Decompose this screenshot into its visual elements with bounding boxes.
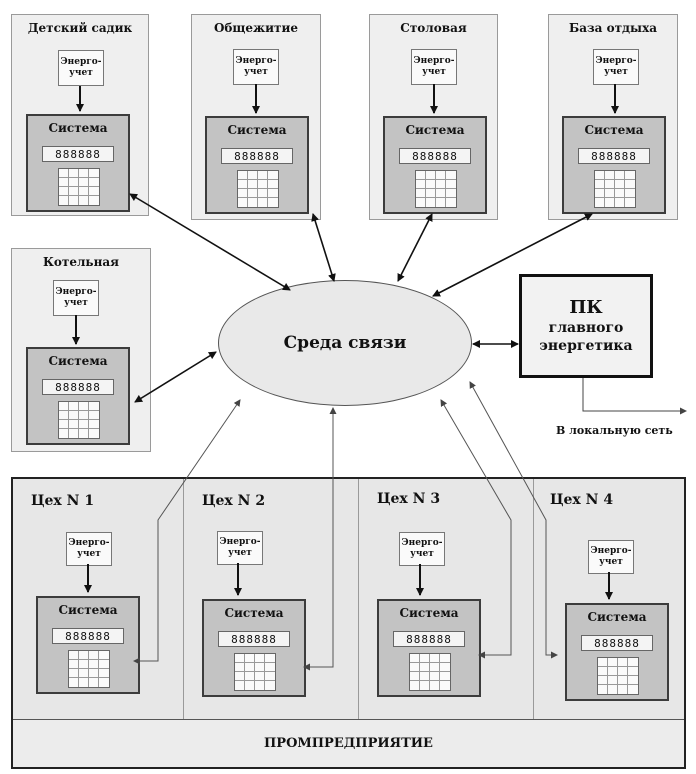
energy-meter-box: Энерго- учет — [233, 49, 279, 85]
meter-label-line2: учет — [422, 67, 446, 77]
workshop-title: Цех N 1 — [31, 493, 95, 509]
system-display: 888888 — [42, 146, 114, 162]
pc-local-network-link — [582, 378, 687, 415]
local-network-label: В локальную сеть — [556, 424, 673, 437]
system-title: Система — [48, 354, 108, 368]
energy-meter-box: Энерго- учет — [588, 540, 634, 574]
keypad-icon — [237, 170, 279, 208]
site-title: Котельная — [42, 255, 120, 269]
meter-label-line2: учет — [599, 557, 623, 567]
site-title: База отдыха — [568, 21, 658, 35]
keypad-icon — [234, 653, 276, 691]
meter-label-line1: Энерго- — [595, 56, 637, 66]
system-title: Система — [58, 603, 118, 617]
workshop-divider — [358, 479, 359, 722]
meter-label-line1: Энерго- — [235, 56, 277, 66]
keypad-icon — [415, 170, 457, 208]
system-display: 888888 — [393, 631, 465, 647]
meter-label-line1: Энерго- — [413, 56, 455, 66]
keypad-icon — [58, 168, 100, 206]
system-display: 888888 — [399, 148, 471, 164]
workshop-title: Цех N 3 — [377, 491, 441, 507]
energy-meter-box: Энерго- учет — [593, 49, 639, 85]
system-display: 888888 — [52, 628, 124, 644]
system-device: Система 888888 — [26, 114, 130, 212]
system-display: 888888 — [578, 148, 650, 164]
energy-meter-box: Энерго- учет — [399, 532, 445, 566]
meter-label-line1: Энерго- — [590, 546, 632, 556]
meter-label-line2: учет — [69, 68, 93, 78]
system-device: Система 888888 — [202, 599, 306, 697]
pc-title: ПК — [569, 297, 603, 318]
workshop-divider — [183, 479, 184, 722]
pc-subtitle-line2: энергетика — [539, 338, 633, 354]
enterprise-panel: Цех N 1 Энерго- учет Система 888888 Цех … — [11, 477, 686, 769]
system-display: 888888 — [42, 379, 114, 395]
energy-meter-box: Энерго- учет — [53, 280, 99, 316]
meter-label-line1: Энерго- — [60, 57, 102, 67]
meter-label-line2: учет — [244, 67, 268, 77]
enterprise-label: ПРОМПРЕДПРИЯТИЕ — [13, 719, 684, 767]
workshop-divider — [533, 479, 534, 722]
energy-meter-box: Энерго- учет — [58, 50, 104, 86]
system-device: Система 888888 — [562, 116, 666, 214]
communication-network-node: Среда связи — [218, 280, 472, 406]
keypad-icon — [68, 650, 110, 688]
site-panel-kindergarten: Детский садик Энерго- учет Система 88888… — [11, 14, 149, 216]
site-panel-canteen: Столовая Энерго- учет Система 888888 — [369, 14, 498, 220]
system-device: Система 888888 — [377, 599, 481, 697]
system-device: Система 888888 — [36, 596, 140, 694]
energy-meter-box: Энерго- учет — [66, 532, 112, 566]
meter-label-line1: Энерго- — [55, 287, 97, 297]
meter-label-line1: Энерго- — [401, 538, 443, 548]
meter-label-line2: учет — [604, 67, 628, 77]
meter-label-line1: Энерго- — [68, 538, 110, 548]
system-title: Система — [587, 610, 647, 624]
system-device: Система 888888 — [565, 603, 669, 701]
system-title: Система — [584, 123, 644, 137]
meter-label-line2: учет — [77, 549, 101, 559]
site-network-link — [397, 213, 433, 282]
meter-label-line2: учет — [64, 298, 88, 308]
keypad-icon — [58, 401, 100, 439]
keypad-icon — [594, 170, 636, 208]
site-network-link — [311, 213, 336, 282]
system-device: Система 888888 — [205, 116, 309, 214]
site-title: Общежитие — [213, 21, 299, 35]
system-title: Система — [224, 606, 284, 620]
network-label: Среда связи — [283, 333, 407, 353]
workshop-title: Цех N 4 — [550, 492, 614, 508]
keypad-icon — [409, 653, 451, 691]
system-device: Система 888888 — [383, 116, 487, 214]
system-display: 888888 — [581, 635, 653, 651]
system-device: Система 888888 — [26, 347, 130, 445]
system-title: Система — [48, 121, 108, 135]
pc-subtitle-line1: главного — [548, 320, 624, 336]
energy-meter-box: Энерго- учет — [217, 531, 263, 565]
meter-label-line1: Энерго- — [219, 537, 261, 547]
site-panel-boiler-house: Котельная Энерго- учет Система 888888 — [11, 248, 151, 452]
workshop-title: Цех N 2 — [202, 493, 266, 509]
system-display: 888888 — [218, 631, 290, 647]
system-title: Система — [227, 123, 287, 137]
system-title: Система — [399, 606, 459, 620]
system-title: Система — [405, 123, 465, 137]
meter-label-line2: учет — [228, 548, 252, 558]
site-panel-dormitory: Общежитие Энерго- учет Система 888888 — [191, 14, 321, 220]
site-title: Столовая — [400, 21, 467, 35]
site-panel-recreation-base: База отдыха Энерго- учет Система 888888 — [548, 14, 678, 220]
keypad-icon — [597, 657, 639, 695]
site-title: Детский садик — [27, 21, 133, 35]
meter-label-line2: учет — [410, 549, 434, 559]
system-display: 888888 — [221, 148, 293, 164]
chief-energy-engineer-pc: ПК главного энергетика — [519, 274, 653, 378]
energy-meter-box: Энерго- учет — [411, 49, 457, 85]
